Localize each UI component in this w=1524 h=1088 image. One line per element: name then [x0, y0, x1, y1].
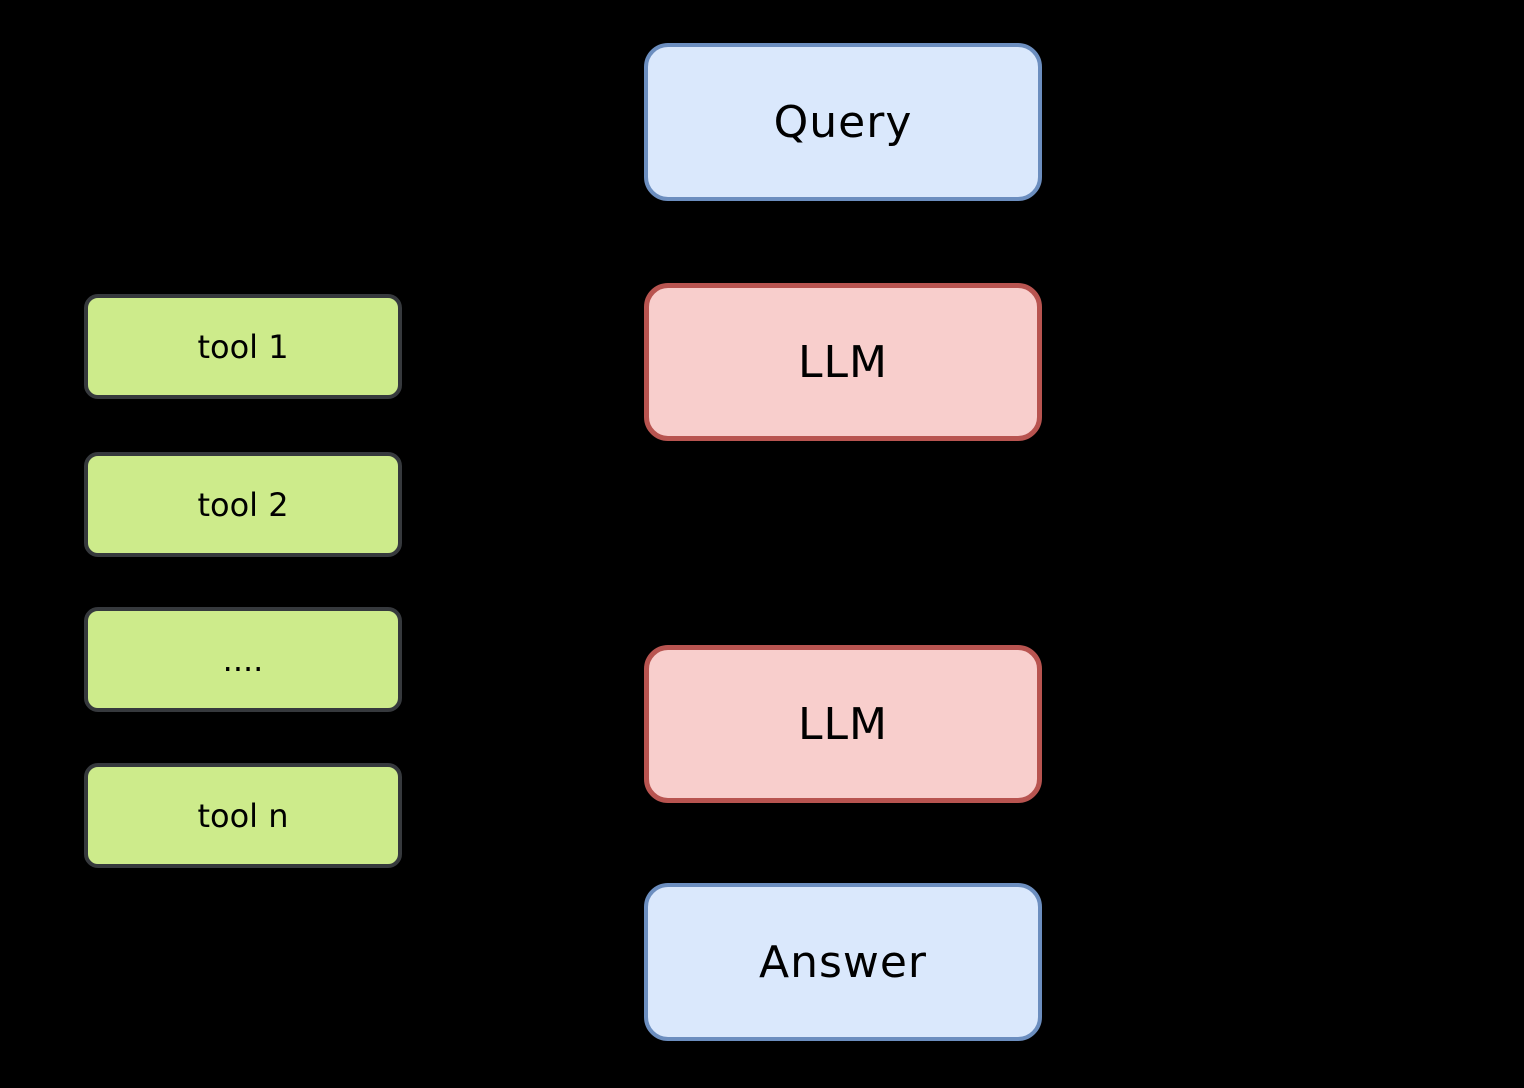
answer-node: Answer: [644, 883, 1042, 1041]
query-node: Query: [644, 43, 1042, 201]
tool-node-ellipsis-label: ....: [222, 640, 264, 679]
tool-node-2: tool 2: [84, 452, 402, 557]
tool-node-n: tool n: [84, 763, 402, 868]
query-node-label: Query: [773, 96, 913, 148]
tool-node-1-label: tool 1: [197, 327, 289, 366]
tool-node-n-label: tool n: [197, 796, 289, 835]
answer-node-label: Answer: [758, 936, 928, 988]
tool-node-ellipsis: ....: [84, 607, 402, 712]
tool-node-2-label: tool 2: [197, 485, 289, 524]
tool-node-1: tool 1: [84, 294, 402, 399]
llm-node-bottom: LLM: [644, 645, 1042, 803]
llm-node-top-label: LLM: [798, 336, 888, 388]
llm-node-bottom-label: LLM: [798, 698, 888, 750]
llm-node-top: LLM: [644, 283, 1042, 441]
